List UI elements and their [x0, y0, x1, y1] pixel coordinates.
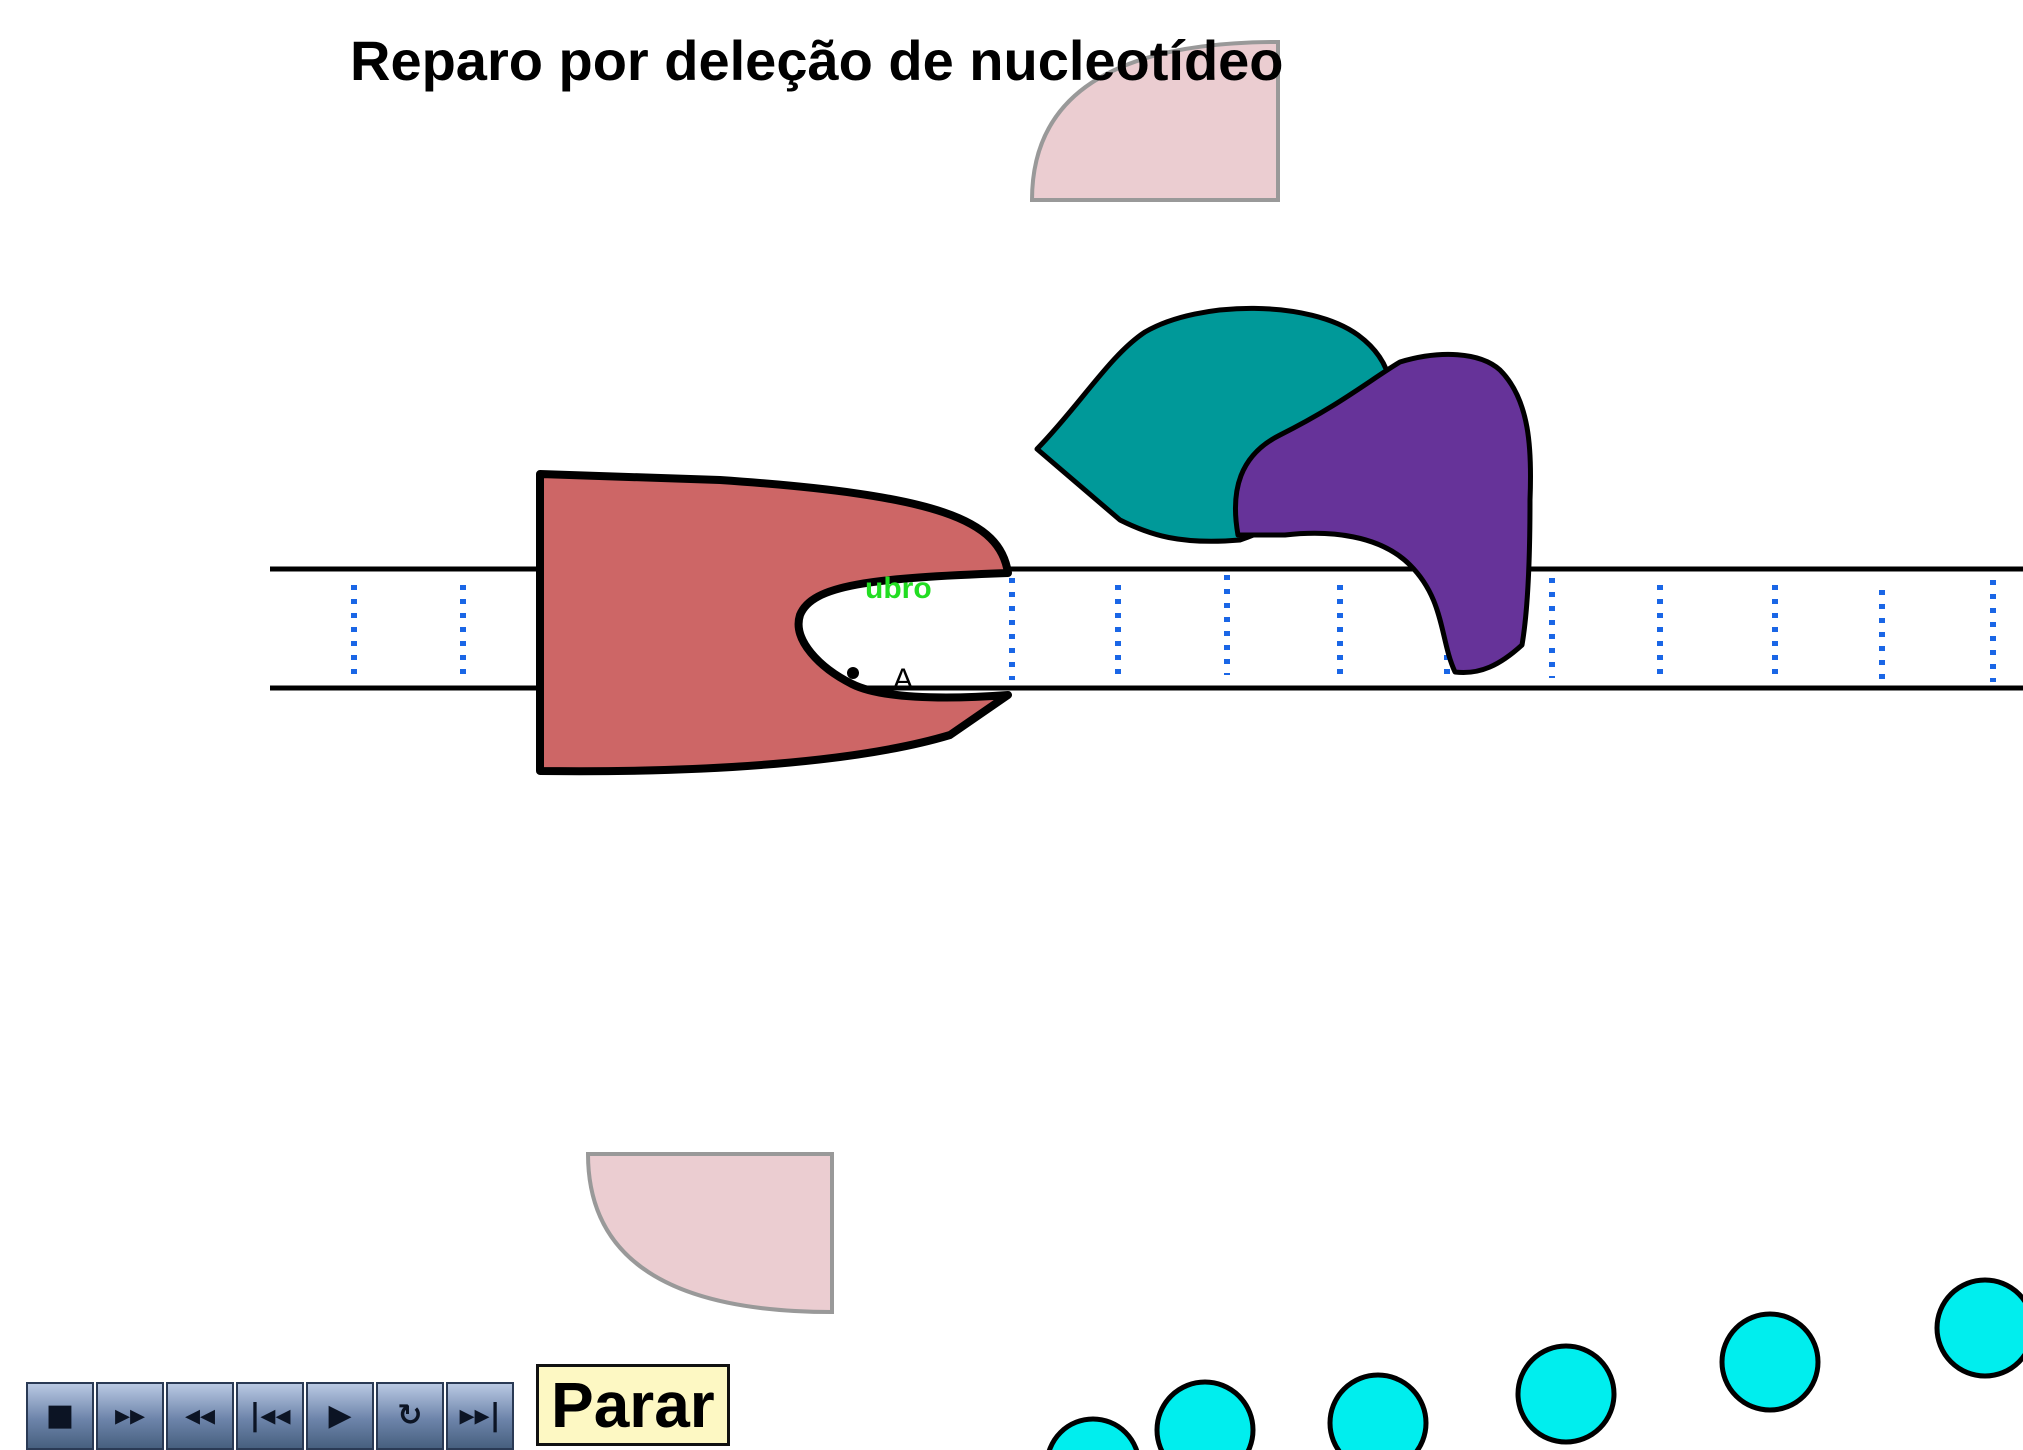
pink-shape-bottom	[585, 1152, 834, 1315]
nucleotide-marker	[847, 667, 859, 679]
replay-icon: ↻	[397, 1398, 423, 1433]
rewind-icon: ◂◂	[184, 1398, 216, 1433]
label-nucleotide-a: A	[893, 663, 913, 696]
free-nucleotide	[1934, 1277, 2023, 1379]
hydrogen-bonds	[351, 575, 1996, 684]
skip-to-end-button[interactable]: ▸▸|	[446, 1382, 514, 1450]
playback-controls: ■ ▸▸ ◂◂ |◂◂ ▶ ↻ ▸▸|	[26, 1382, 514, 1450]
replay-button[interactable]: ↻	[376, 1382, 444, 1450]
fast-forward-icon: ▸▸	[114, 1398, 146, 1433]
skip-to-start-icon: |◂◂	[249, 1398, 291, 1433]
stop-icon: ■	[45, 1398, 75, 1433]
skip-to-end-icon: ▸▸|	[459, 1398, 501, 1433]
free-nucleotide	[1046, 1416, 1140, 1450]
purple-protein	[1233, 352, 1534, 676]
fast-forward-button[interactable]: ▸▸	[96, 1382, 164, 1450]
stop-button[interactable]: ■	[26, 1382, 94, 1450]
label-partial-green: ubro	[865, 572, 932, 605]
red-protein	[536, 470, 1012, 776]
rewind-button[interactable]: ◂◂	[166, 1382, 234, 1450]
free-nucleotide	[1515, 1343, 1617, 1445]
nucleotide-circles	[1046, 1277, 2023, 1450]
free-nucleotide	[1719, 1311, 1821, 1413]
stop-text-button[interactable]: Parar	[536, 1364, 730, 1446]
play-icon: ▶	[328, 1398, 352, 1433]
free-nucleotide	[1327, 1372, 1429, 1450]
skip-to-start-button[interactable]: |◂◂	[236, 1382, 304, 1450]
play-button[interactable]: ▶	[306, 1382, 374, 1450]
free-nucleotide	[1154, 1379, 1256, 1450]
page-title: Reparo por deleção de nucleotídeo	[350, 29, 1284, 92]
pink-shape-top	[1029, 39, 1280, 202]
